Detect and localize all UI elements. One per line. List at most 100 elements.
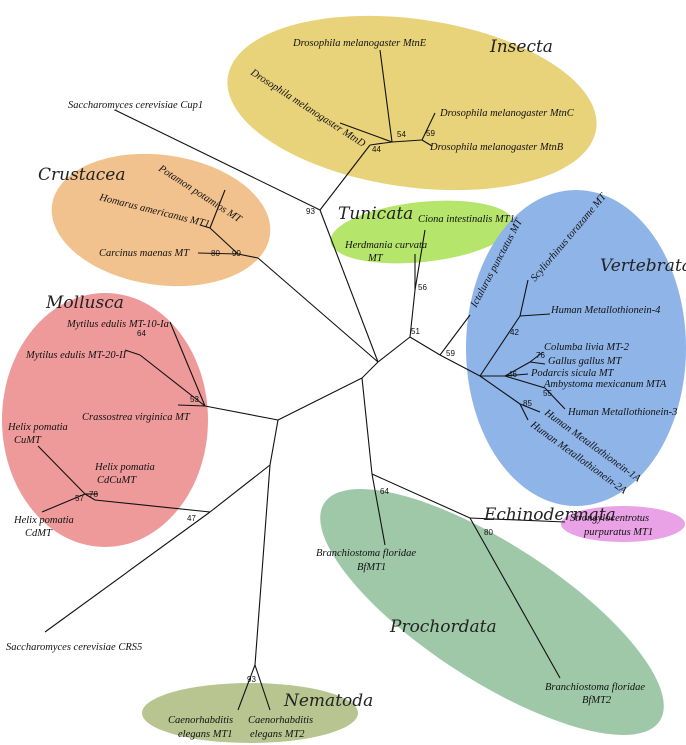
branch: [169, 321, 206, 407]
branch: [544, 387, 566, 410]
nematoda-region: [142, 683, 358, 743]
tree-branches: [37, 49, 566, 711]
branch: [409, 336, 441, 356]
branch: [319, 209, 379, 363]
bootstrap-value: 53: [190, 395, 199, 404]
branch: [139, 354, 206, 407]
leaf-label: Drosophila melanogaster MtnE: [292, 38, 427, 49]
branch: [469, 517, 566, 523]
leaf-label: Branchiostoma floridae: [545, 682, 645, 693]
branch: [41, 493, 86, 513]
branch: [371, 473, 386, 546]
branch: [44, 511, 211, 633]
bootstrap-value: 93: [306, 207, 315, 216]
branch: [519, 279, 529, 317]
leaf-label: Ciona intestinalis MT1: [418, 214, 515, 225]
mollusca-region: [2, 293, 208, 547]
leaf-label: CdCuMT: [97, 475, 137, 486]
clade-label-vertebrata: Vertebrata: [600, 256, 686, 276]
leaf-label: Carcinus maenas MT: [99, 248, 190, 259]
branch: [237, 253, 259, 259]
branch: [199, 224, 211, 229]
branch: [421, 139, 433, 147]
clade-label-tunicata: Tunicata: [338, 204, 413, 224]
branch: [379, 49, 393, 143]
branch: [439, 314, 471, 356]
branch: [529, 361, 546, 365]
bootstrap-value: 85: [523, 399, 532, 408]
branch: [369, 141, 393, 146]
prochordata-region: [320, 489, 664, 735]
leaf-label: Columba livia MT-2: [544, 342, 630, 353]
bootstrap-value: 56: [418, 283, 427, 292]
leaf-label: Saccharomyces cerevisiae CRS5: [6, 642, 142, 653]
branch: [504, 361, 531, 377]
branch: [377, 336, 411, 363]
bootstrap-value: 64: [380, 487, 389, 496]
leaf-label: Ambystoma mexicanum MTA: [543, 379, 667, 390]
branch: [371, 473, 471, 519]
branch: [421, 112, 436, 141]
branch: [209, 227, 239, 255]
bootstrap-value: 44: [372, 145, 381, 154]
branch: [177, 404, 206, 407]
leaf-label: purpuratus MT1: [583, 527, 653, 538]
bootstrap-value: 78: [89, 490, 98, 499]
branch: [84, 493, 96, 501]
clade-label-crustacea: Crustacea: [38, 165, 126, 185]
leaf-label: Strongylocentrotus: [570, 513, 649, 524]
branch: [204, 405, 279, 421]
branch: [504, 375, 546, 389]
leaf-label: Mytilus edulis MT-10-Ia: [66, 319, 169, 330]
vertebrata-region: [466, 190, 686, 506]
leaf-label: Caenorhabditis: [168, 715, 233, 726]
leaf-label: Human Metallothionein-4: [550, 305, 661, 316]
branch: [254, 464, 271, 666]
leaf-label: Drosophila melanogaster MtnC: [439, 108, 575, 119]
branch: [319, 144, 371, 211]
leaf-label: Gallus gallus MT: [548, 356, 623, 367]
leaf-label: Crassostrea virginica MT: [82, 412, 191, 423]
branch: [277, 377, 363, 421]
branch: [269, 419, 279, 466]
branch: [439, 354, 481, 377]
leaf-label: MT: [367, 253, 384, 264]
branch: [479, 375, 521, 405]
branch: [519, 403, 541, 413]
clade-label-insecta: Insecta: [489, 37, 553, 57]
bootstrap-value: 51: [411, 327, 420, 336]
branch: [114, 109, 321, 211]
branch: [519, 313, 551, 317]
bootstrap-value: 54: [397, 130, 406, 139]
leaf-label: Mytilus edulis MT-20-II: [25, 350, 127, 361]
bootstrap-value: 55: [543, 389, 552, 398]
leaf-label: CdMT: [25, 528, 53, 539]
leaf-label: Caenorhabditis: [248, 715, 313, 726]
clade-label-nematoda: Nematoda: [283, 691, 373, 711]
bootstrap-value: 80: [484, 528, 493, 537]
bootstrap-value: 46: [508, 370, 517, 379]
bootstrap-value: 64: [137, 329, 146, 338]
branch: [257, 257, 379, 363]
leaf-label: BfMT1: [357, 562, 386, 573]
branch: [254, 664, 271, 711]
leaf-label: Human Metallothionein-3: [567, 407, 677, 418]
leaf-label: Saccharomyces cerevisiae Cup1: [68, 100, 203, 111]
leaf-label: Branchiostoma floridae: [316, 548, 416, 559]
bootstrap-value: 57: [75, 494, 84, 503]
branch: [37, 445, 86, 495]
bootstrap-value: 93: [247, 675, 256, 684]
branch: [197, 252, 239, 255]
bootstrap-value: 59: [426, 129, 435, 138]
branch: [339, 122, 393, 143]
leaf-label: elegans MT1: [178, 729, 233, 740]
branch: [479, 315, 521, 377]
bootstrap-value: 47: [187, 514, 196, 523]
insecta-region: [227, 15, 597, 191]
clade-label-prochordata: Prochordata: [389, 617, 497, 637]
branch: [391, 139, 423, 143]
branch: [237, 664, 256, 711]
leaf-label: BfMT2: [582, 695, 612, 706]
leaf-label: elegans MT2: [250, 729, 305, 740]
